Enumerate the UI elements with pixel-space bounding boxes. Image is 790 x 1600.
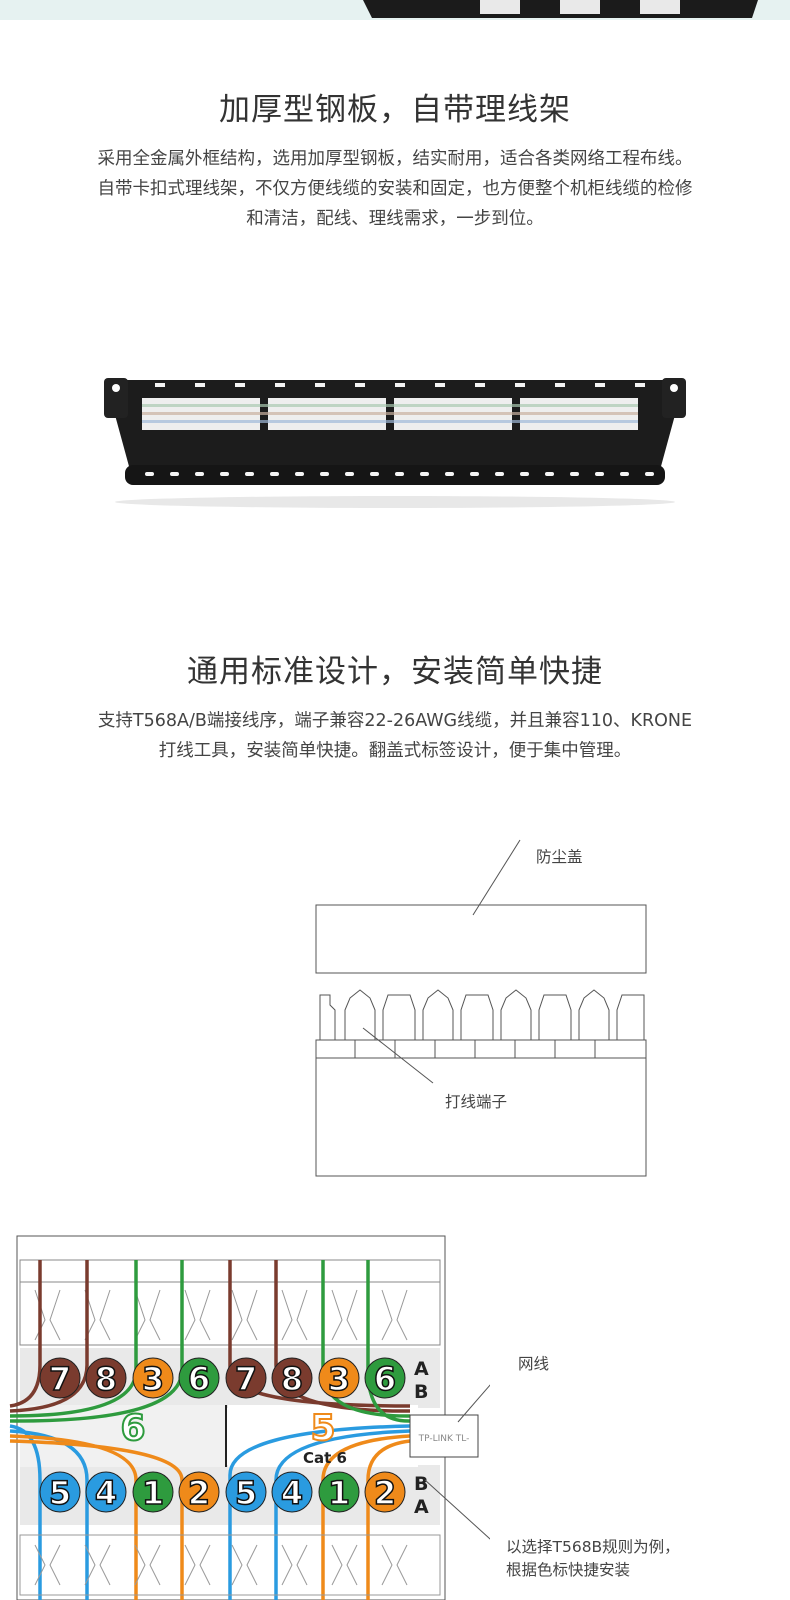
top-banner <box>0 0 790 20</box>
section1-description: 采用全金属外框结构，选用加厚型钢板，结实耐用，适合各类网络工程布线。自带卡扣式理… <box>97 149 693 229</box>
patch-panel-image <box>104 378 686 508</box>
top-digit-8: 6 <box>374 1360 396 1398</box>
top-digit-2: 8 <box>95 1360 117 1398</box>
bottom-digit-8: 2 <box>374 1474 396 1512</box>
top-row-letter-a: A <box>414 1358 429 1380</box>
wiring-diagram: 7 8 3 6 7 8 3 6 5 4 1 2 5 4 1 2 A B B A … <box>9 1235 490 1600</box>
dust-cover-label: 防尘盖 <box>536 848 583 866</box>
bottom-digit-1: 5 <box>49 1474 71 1512</box>
cat6-label: Cat 6 <box>303 1449 347 1467</box>
bottom-row-letter-a: A <box>414 1496 429 1518</box>
cable-jacket-box <box>409 1414 479 1458</box>
bottom-digit-6: 4 <box>281 1474 303 1512</box>
bottom-digit-7: 1 <box>328 1474 350 1512</box>
cable-print-text: TP-LINK TL- <box>418 1434 470 1444</box>
t568b-rule-label-line1: 以选择T568B规则为例， <box>506 1538 680 1556</box>
terminal-label: 打线端子 <box>445 1093 508 1111</box>
bottom-digit-3: 1 <box>142 1474 164 1512</box>
patch-panel-edge-image <box>363 0 758 18</box>
center-digit-five: 5 <box>310 1408 335 1449</box>
bottom-digit-2: 4 <box>95 1474 117 1512</box>
section2-description: 支持T568A/B端接线序，端子兼容22-26AWG线缆，并且兼容110、KRO… <box>97 711 693 761</box>
top-digit-1: 7 <box>49 1360 71 1398</box>
top-digit-5: 7 <box>235 1360 257 1398</box>
top-digit-7: 3 <box>328 1360 350 1398</box>
bottom-terminal-row <box>19 1534 441 1596</box>
top-row-letter-b: B <box>414 1381 428 1403</box>
t568b-rule-label-line2: 根据色标快捷安装 <box>506 1561 631 1579</box>
section2-title: 通用标准设计，安装简单快捷 <box>187 654 603 690</box>
cable-label: 网线 <box>518 1355 550 1373</box>
section1-title: 加厚型钢板，自带理线架 <box>219 92 571 128</box>
dust-cover-outline <box>315 904 647 974</box>
center-digit-six: 6 <box>120 1408 145 1449</box>
top-digit-3: 3 <box>142 1360 164 1398</box>
bottom-digit-5: 5 <box>235 1474 257 1512</box>
bottom-digit-4: 2 <box>188 1474 210 1512</box>
top-digit-6: 8 <box>281 1360 303 1398</box>
top-digit-4: 6 <box>188 1360 210 1398</box>
terminal-structure-diagram <box>315 839 647 1177</box>
bottom-row-letter-b: B <box>414 1473 428 1495</box>
